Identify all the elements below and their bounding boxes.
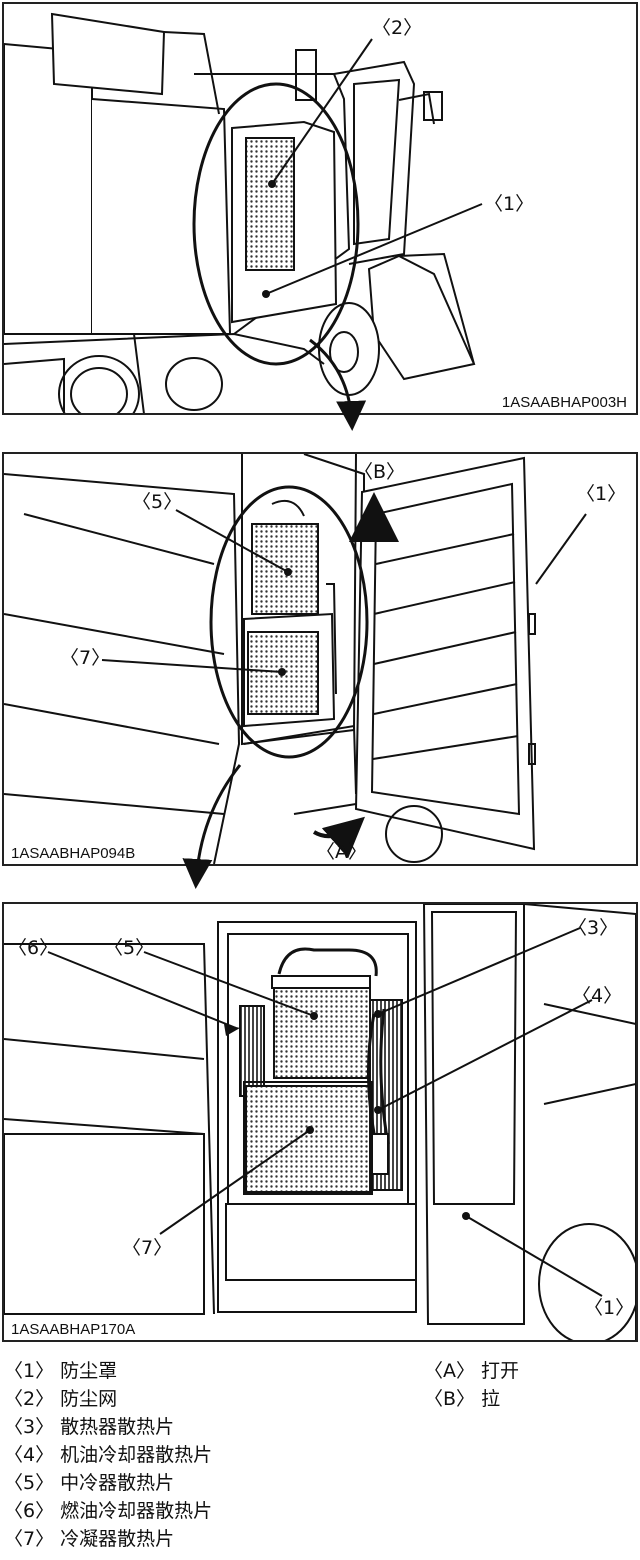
transition-arrow-1 (309, 338, 367, 431)
callout-5: 〈5〉 (132, 491, 182, 513)
figure-2-illustration: 〈5〉 〈7〉 〈1〉 〈B〉 〈A〉 (4, 454, 626, 864)
callout-7: 〈7〉 (122, 1237, 172, 1259)
callout-4: 〈4〉 (572, 985, 622, 1007)
legend-item: 〈4〉 机油冷却器散热片 (4, 1444, 213, 1466)
callout-2: 〈2〉 (372, 17, 422, 39)
figure-1-illustration: 〈2〉 〈1〉 (4, 12, 534, 413)
figure-2-panel: 〈5〉 〈7〉 〈1〉 〈B〉 〈A〉 1ASAABHAP094B (2, 452, 638, 866)
callout-3: 〈3〉 (568, 917, 618, 939)
legend-item: 〈1〉 防尘罩 (4, 1360, 118, 1382)
figure-3-illustration: 〈6〉 〈5〉 〈3〉 〈4〉 〈7〉 〈1〉 (4, 904, 636, 1340)
legend: 〈1〉 防尘罩 〈2〉 防尘网 〈3〉 散热器散热片 〈4〉 机油冷却器散热片 … (0, 1356, 640, 1556)
figure-code: 1ASAABHAP170A (8, 1321, 139, 1338)
legend-item: 〈B〉 拉 (424, 1388, 501, 1410)
figure-code: 1ASAABHAP094B (8, 845, 139, 862)
legend-item: 〈7〉 冷凝器散热片 (4, 1528, 175, 1550)
transition-arrow-2 (182, 764, 242, 889)
callout-1: 〈1〉 (484, 193, 534, 215)
figure-3-panel: 〈6〉 〈5〉 〈3〉 〈4〉 〈7〉 〈1〉 1ASAABHAP170A (2, 902, 638, 1342)
legend-item: 〈6〉 燃油冷却器散热片 (4, 1500, 213, 1522)
legend-item: 〈A〉 打开 (424, 1360, 520, 1382)
figure-code: 1ASAABHAP003H (498, 394, 630, 411)
callout-b: 〈B〉 (354, 461, 405, 483)
legend-item: 〈5〉 中冷器散热片 (4, 1472, 175, 1494)
callout-a: 〈A〉 (316, 841, 367, 863)
legend-item: 〈3〉 散热器散热片 (4, 1416, 175, 1438)
figure-1-panel: 〈2〉 〈1〉 1ASAABHAP003H (2, 2, 638, 415)
callout-1: 〈1〉 (584, 1297, 634, 1319)
callout-7: 〈7〉 (60, 647, 110, 669)
callout-1: 〈1〉 (576, 483, 626, 505)
legend-item: 〈2〉 防尘网 (4, 1388, 118, 1410)
callout-5: 〈5〉 (104, 937, 154, 959)
callout-6: 〈6〉 (8, 937, 58, 959)
